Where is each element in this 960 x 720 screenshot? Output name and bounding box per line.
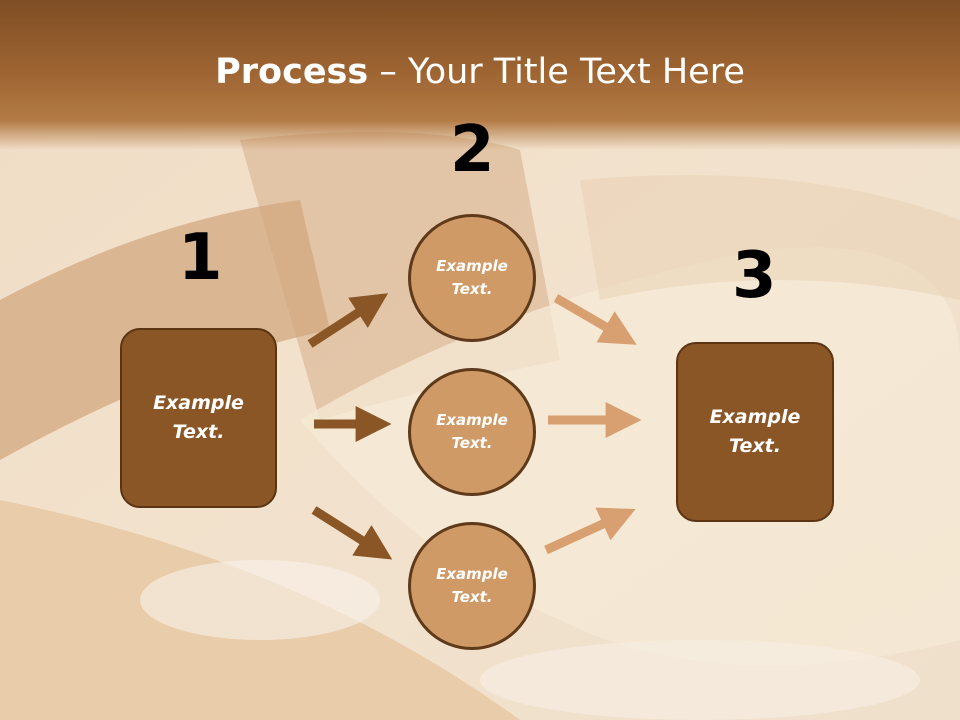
circle-top-label: Example Text. [436,257,508,298]
circle-bottom: Example Text. [408,522,536,650]
left-box-label: Example Text. [153,392,244,443]
left-box: Example Text. [120,328,277,508]
circle-middle: Example Text. [408,368,536,496]
step-number-1: 1 [178,221,223,295]
step-number-2: 2 [450,113,495,187]
slide-title: Process – Your Title Text Here [0,52,960,92]
title-rest: – Your Title Text Here [368,52,745,92]
step-number-3: 3 [732,239,777,313]
circle-bottom-label: Example Text. [436,565,508,606]
circle-middle-label: Example Text. [436,411,508,452]
title-bar [0,0,960,150]
right-box: Example Text. [676,342,834,522]
title-bold: Process [215,52,369,92]
circle-top: Example Text. [408,214,536,342]
right-box-label: Example Text. [709,406,801,457]
